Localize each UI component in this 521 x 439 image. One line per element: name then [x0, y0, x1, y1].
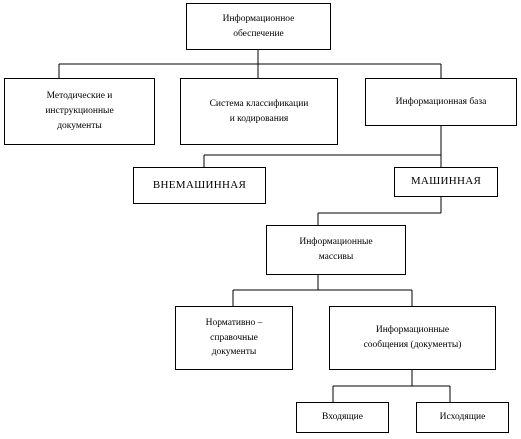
node-machine: МАШИННАЯ: [394, 167, 498, 197]
node-outgoing: Исходящие: [416, 402, 509, 433]
node-info-support: Информационное обеспечение: [186, 3, 331, 50]
node-info-arrays: Информационные массивы: [266, 225, 406, 275]
node-information-base: Информационная база: [365, 78, 517, 126]
node-incoming: Входящие: [296, 402, 389, 433]
node-nonmachine: ВНЕМАШИННАЯ: [133, 167, 266, 204]
node-info-messages: Информационные сообщения (документы): [329, 306, 496, 370]
node-classification-system: Система классификации и кодирования: [180, 78, 338, 145]
node-normative-reference-documents: Нормативно – справочные документы: [175, 306, 293, 370]
node-methodical-documents: Методические и инструкционные документы: [4, 78, 155, 145]
